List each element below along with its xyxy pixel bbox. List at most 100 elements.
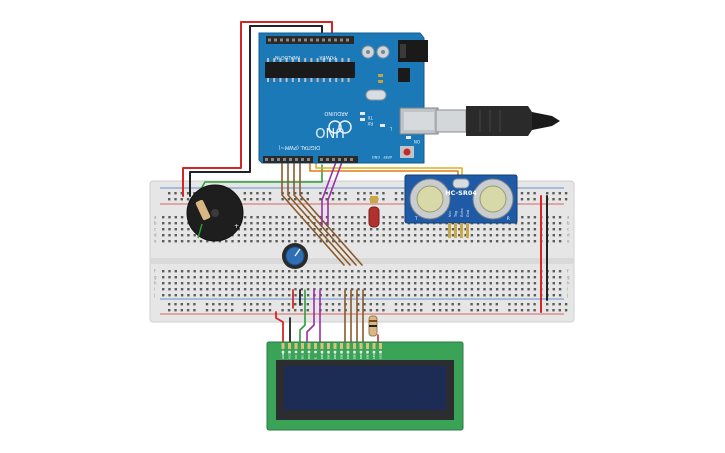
- breadboard-hole: [388, 270, 392, 273]
- led-on-light: [406, 136, 411, 139]
- wire-lcd-db7: [299, 161, 363, 266]
- breadboard-row-label-left: g: [154, 274, 157, 279]
- breadboard-hole: [294, 309, 297, 312]
- breadboard-hole: [313, 282, 316, 285]
- breadboard-hole: [281, 270, 285, 273]
- breadboard-hole: [552, 309, 555, 312]
- breadboard-hole: [186, 303, 190, 306]
- breadboard-hole: [288, 216, 291, 219]
- breadboard-hole: [319, 282, 322, 285]
- breadboard-hole: [451, 234, 455, 237]
- breadboard-hole: [464, 294, 467, 297]
- breadboard-hole: [294, 282, 297, 285]
- breadboard-hole: [180, 240, 184, 243]
- breadboard-hole: [262, 234, 266, 237]
- breadboard-hole: [174, 276, 177, 279]
- breadboard-hole: [250, 216, 253, 219]
- breadboard-hole: [357, 234, 360, 237]
- breadboard-hole: [414, 228, 417, 231]
- wire-5v: [182, 21, 333, 197]
- breadboard-hole: [407, 303, 410, 306]
- breadboard-hole: [357, 198, 360, 201]
- breadboard-hole: [357, 294, 360, 297]
- breadboard-hole: [451, 309, 454, 312]
- breadboard-hole: [445, 288, 448, 291]
- breadboard-hole: [243, 240, 247, 243]
- breadboard-hole: [256, 228, 259, 231]
- lcd-pin: [307, 343, 311, 349]
- breadboard-hole: [306, 276, 310, 279]
- breadboard-hole: [401, 192, 404, 195]
- breadboard-hole: [477, 234, 480, 237]
- breadboard-hole: [564, 303, 568, 306]
- breadboard-hole: [495, 276, 499, 279]
- breadboard-hole: [319, 270, 322, 273]
- breadboard-hole: [533, 228, 537, 231]
- breadboard-hole: [388, 288, 392, 291]
- breadboard-hole: [495, 282, 499, 285]
- breadboard-hole: [332, 240, 335, 243]
- breadboard-hole: [288, 240, 291, 243]
- breadboard-hole: [187, 240, 190, 243]
- breadboard-hole: [363, 228, 366, 231]
- lcd-pin-pad: [353, 350, 356, 354]
- power-header: [263, 156, 313, 163]
- breadboard-hole: [338, 234, 341, 237]
- breadboard-hole: [225, 288, 228, 291]
- breadboard-hole: [401, 222, 404, 225]
- breadboard-hole: [249, 309, 253, 312]
- breadboard-hole: [470, 228, 474, 231]
- potentiometer[interactable]: [282, 243, 308, 269]
- chip-leg: [347, 78, 350, 82]
- breadboard-hole: [300, 198, 303, 201]
- breadboard-hole: [206, 294, 209, 297]
- breadboard-hole: [193, 303, 196, 306]
- breadboard-hole: [231, 276, 234, 279]
- breadboard-hole: [514, 228, 518, 231]
- breadboard-hole: [162, 234, 165, 237]
- breadboard-hole: [376, 288, 379, 291]
- breadboard-hole: [558, 192, 561, 195]
- breadboard-hole: [552, 270, 555, 273]
- lcd-pin-pad: [281, 350, 285, 354]
- breadboard-hole: [325, 294, 329, 297]
- breadboard-hole: [218, 282, 222, 285]
- breadboard-hole: [180, 222, 184, 225]
- breadboard-hole: [508, 240, 511, 243]
- breadboard-row-label-left: a: [154, 214, 157, 219]
- lcd-pin-label: VCC: [288, 353, 292, 359]
- breadboard-hole: [225, 294, 228, 297]
- breadboard-row-label-left: f: [154, 268, 156, 273]
- breadboard-hole: [495, 228, 499, 231]
- breadboard-hole: [508, 228, 511, 231]
- breadboard-hole: [432, 270, 436, 273]
- breadboard-hole: [351, 222, 354, 225]
- breadboard-hole: [533, 282, 537, 285]
- breadboard-hole: [477, 270, 480, 273]
- breadboard-hole: [414, 282, 417, 285]
- breadboard-hole: [388, 282, 392, 285]
- breadboard-hole: [187, 228, 190, 231]
- breadboard-hole: [357, 222, 360, 225]
- breadboard-hole: [174, 282, 177, 285]
- breadboard-hole: [464, 282, 467, 285]
- breadboard-hole: [489, 288, 492, 291]
- sensor-crystal: [452, 178, 470, 189]
- breadboard-hole: [338, 270, 341, 273]
- breadboard-hole: [445, 240, 448, 243]
- breadboard-hole: [470, 282, 474, 285]
- breadboard-hole: [394, 198, 398, 201]
- breadboard-hole: [256, 216, 259, 219]
- breadboard-hole: [306, 309, 309, 312]
- chip-leg: [316, 58, 319, 62]
- breadboard-hole: [407, 288, 411, 291]
- breadboard-hole: [237, 270, 240, 273]
- chip-leg: [285, 78, 288, 82]
- breadboard-hole: [237, 240, 240, 243]
- chip-leg: [304, 58, 307, 62]
- chip-leg: [316, 78, 319, 82]
- breadboard-hole: [243, 270, 247, 273]
- breadboard-hole: [225, 270, 228, 273]
- breadboard-hole: [552, 198, 555, 201]
- breadboard-hole: [457, 309, 461, 312]
